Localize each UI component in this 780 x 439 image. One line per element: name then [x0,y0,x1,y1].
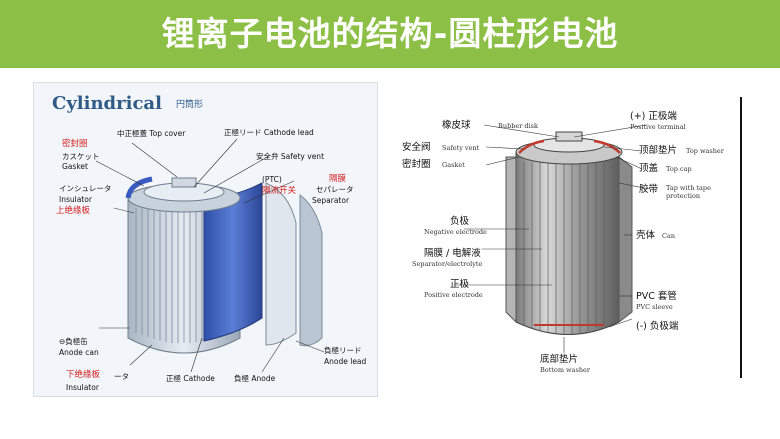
label-positive-electrode-en: Positive electrode [424,291,483,299]
label-anode-can-jp: ⊖負極缶 [59,337,88,346]
label-separator-electrolyte-en: Separator/electrolyte [412,260,483,268]
diagram-heading: Cylindrical [52,93,162,114]
label-upper-insulator-red: 上绝缘板 [56,206,91,216]
label-ptc: (PTC) [262,175,282,184]
label-positive-terminal-en: Positive terminal [630,123,686,131]
label-negative-terminal-zh: (-) 负极端 [636,321,679,332]
label-lower-insulator-jp: ータ [114,372,129,381]
label-anode-can-en: Anode can [59,348,99,357]
cylindrical-structure-illustration [454,124,650,353]
label-tape-zh: 胶带 [639,184,659,195]
label-bottom-washer-zh: 底部垫片 [540,354,579,365]
diagram-heading-sub: 円筒形 [176,100,204,110]
label-negative-electrode-en: Negative electrode [424,228,487,236]
label-anode-lead-en: Anode lead [324,357,367,366]
label-anode: 負極 Anode [234,374,276,383]
label-safety-vent: 安全弁 Safety vent [256,152,325,161]
label-separator-electrolyte-zh: 隔膜 / 电解液 [424,248,481,259]
label-top-washer-en: Top washer [686,147,724,155]
label-ptc-red: 隔流开关 [262,186,297,196]
label-gasket-red: 密封圈 [62,139,88,149]
label-insulator-en-bottom: Insulator [66,383,99,392]
label-pvc-sleeve-en: PVC sleeve [636,303,673,311]
label-insulator-en: Insulator [59,195,92,204]
label-lower-insulator-red: 下绝缘板 [66,370,101,380]
cylindrical-battery-diagram-right: 橡皮球 Rubber disk 安全阀 Safety vent 密封圈 Gask… [394,97,740,395]
label-top-cap-zh: 顶盖 [639,163,659,174]
page-title: 锂离子电池的结构-圆柱形电池 [161,14,619,53]
label-cathode-lead: 正極リード Cathode lead [224,128,314,137]
vertical-divider [740,97,742,378]
title-banner [0,0,780,68]
label-top-cap-en: Top cap [666,165,692,173]
label-negative-electrode-zh: 负极 [450,216,470,227]
label-gasket-en: Gasket [62,162,88,171]
label-gasket-jp: カスケット [62,152,100,161]
label-top-washer-zh: 顶部垫片 [639,145,678,156]
label-separator-jp: セパレータ [316,185,354,194]
label-safety-vent-zh: 安全阀 [402,142,431,153]
label-can-en: Can [662,232,676,240]
label-separator-en: Separator [312,196,350,205]
label-positive-electrode-zh: 正极 [450,279,470,290]
label-gasket-en: Gasket [442,161,465,169]
label-cathode: 正極 Cathode [166,374,215,383]
cylindrical-cutaway-illustration [95,138,325,373]
label-rubber-disk-en: Rubber disk [498,122,538,130]
label-pvc-sleeve-zh: PVC 套管 [636,291,677,302]
label-anode-lead-jp: 負極リード [324,346,362,355]
label-can-zh: 壳体 [636,230,656,241]
label-rubber-disk-zh: 橡皮球 [442,120,471,131]
label-bottom-washer-en: Bottom washer [540,366,590,374]
label-gasket-zh: 密封圈 [402,159,431,170]
label-tape-en: Tap with tape protection [666,184,711,200]
label-safety-vent-en: Safety vent [442,144,480,152]
label-separator-red: 隔膜 [329,174,347,184]
label-positive-terminal-zh: (+) 正极端 [630,111,677,122]
label-top-cover: 中正極蓋 Top cover [117,129,186,138]
label-insulator-jp: インシュレータ [59,184,112,193]
cylindrical-battery-diagram-left: Cylindrical 円筒形 密封圈 カスケット Gasket 中正極蓋 To… [33,82,378,397]
